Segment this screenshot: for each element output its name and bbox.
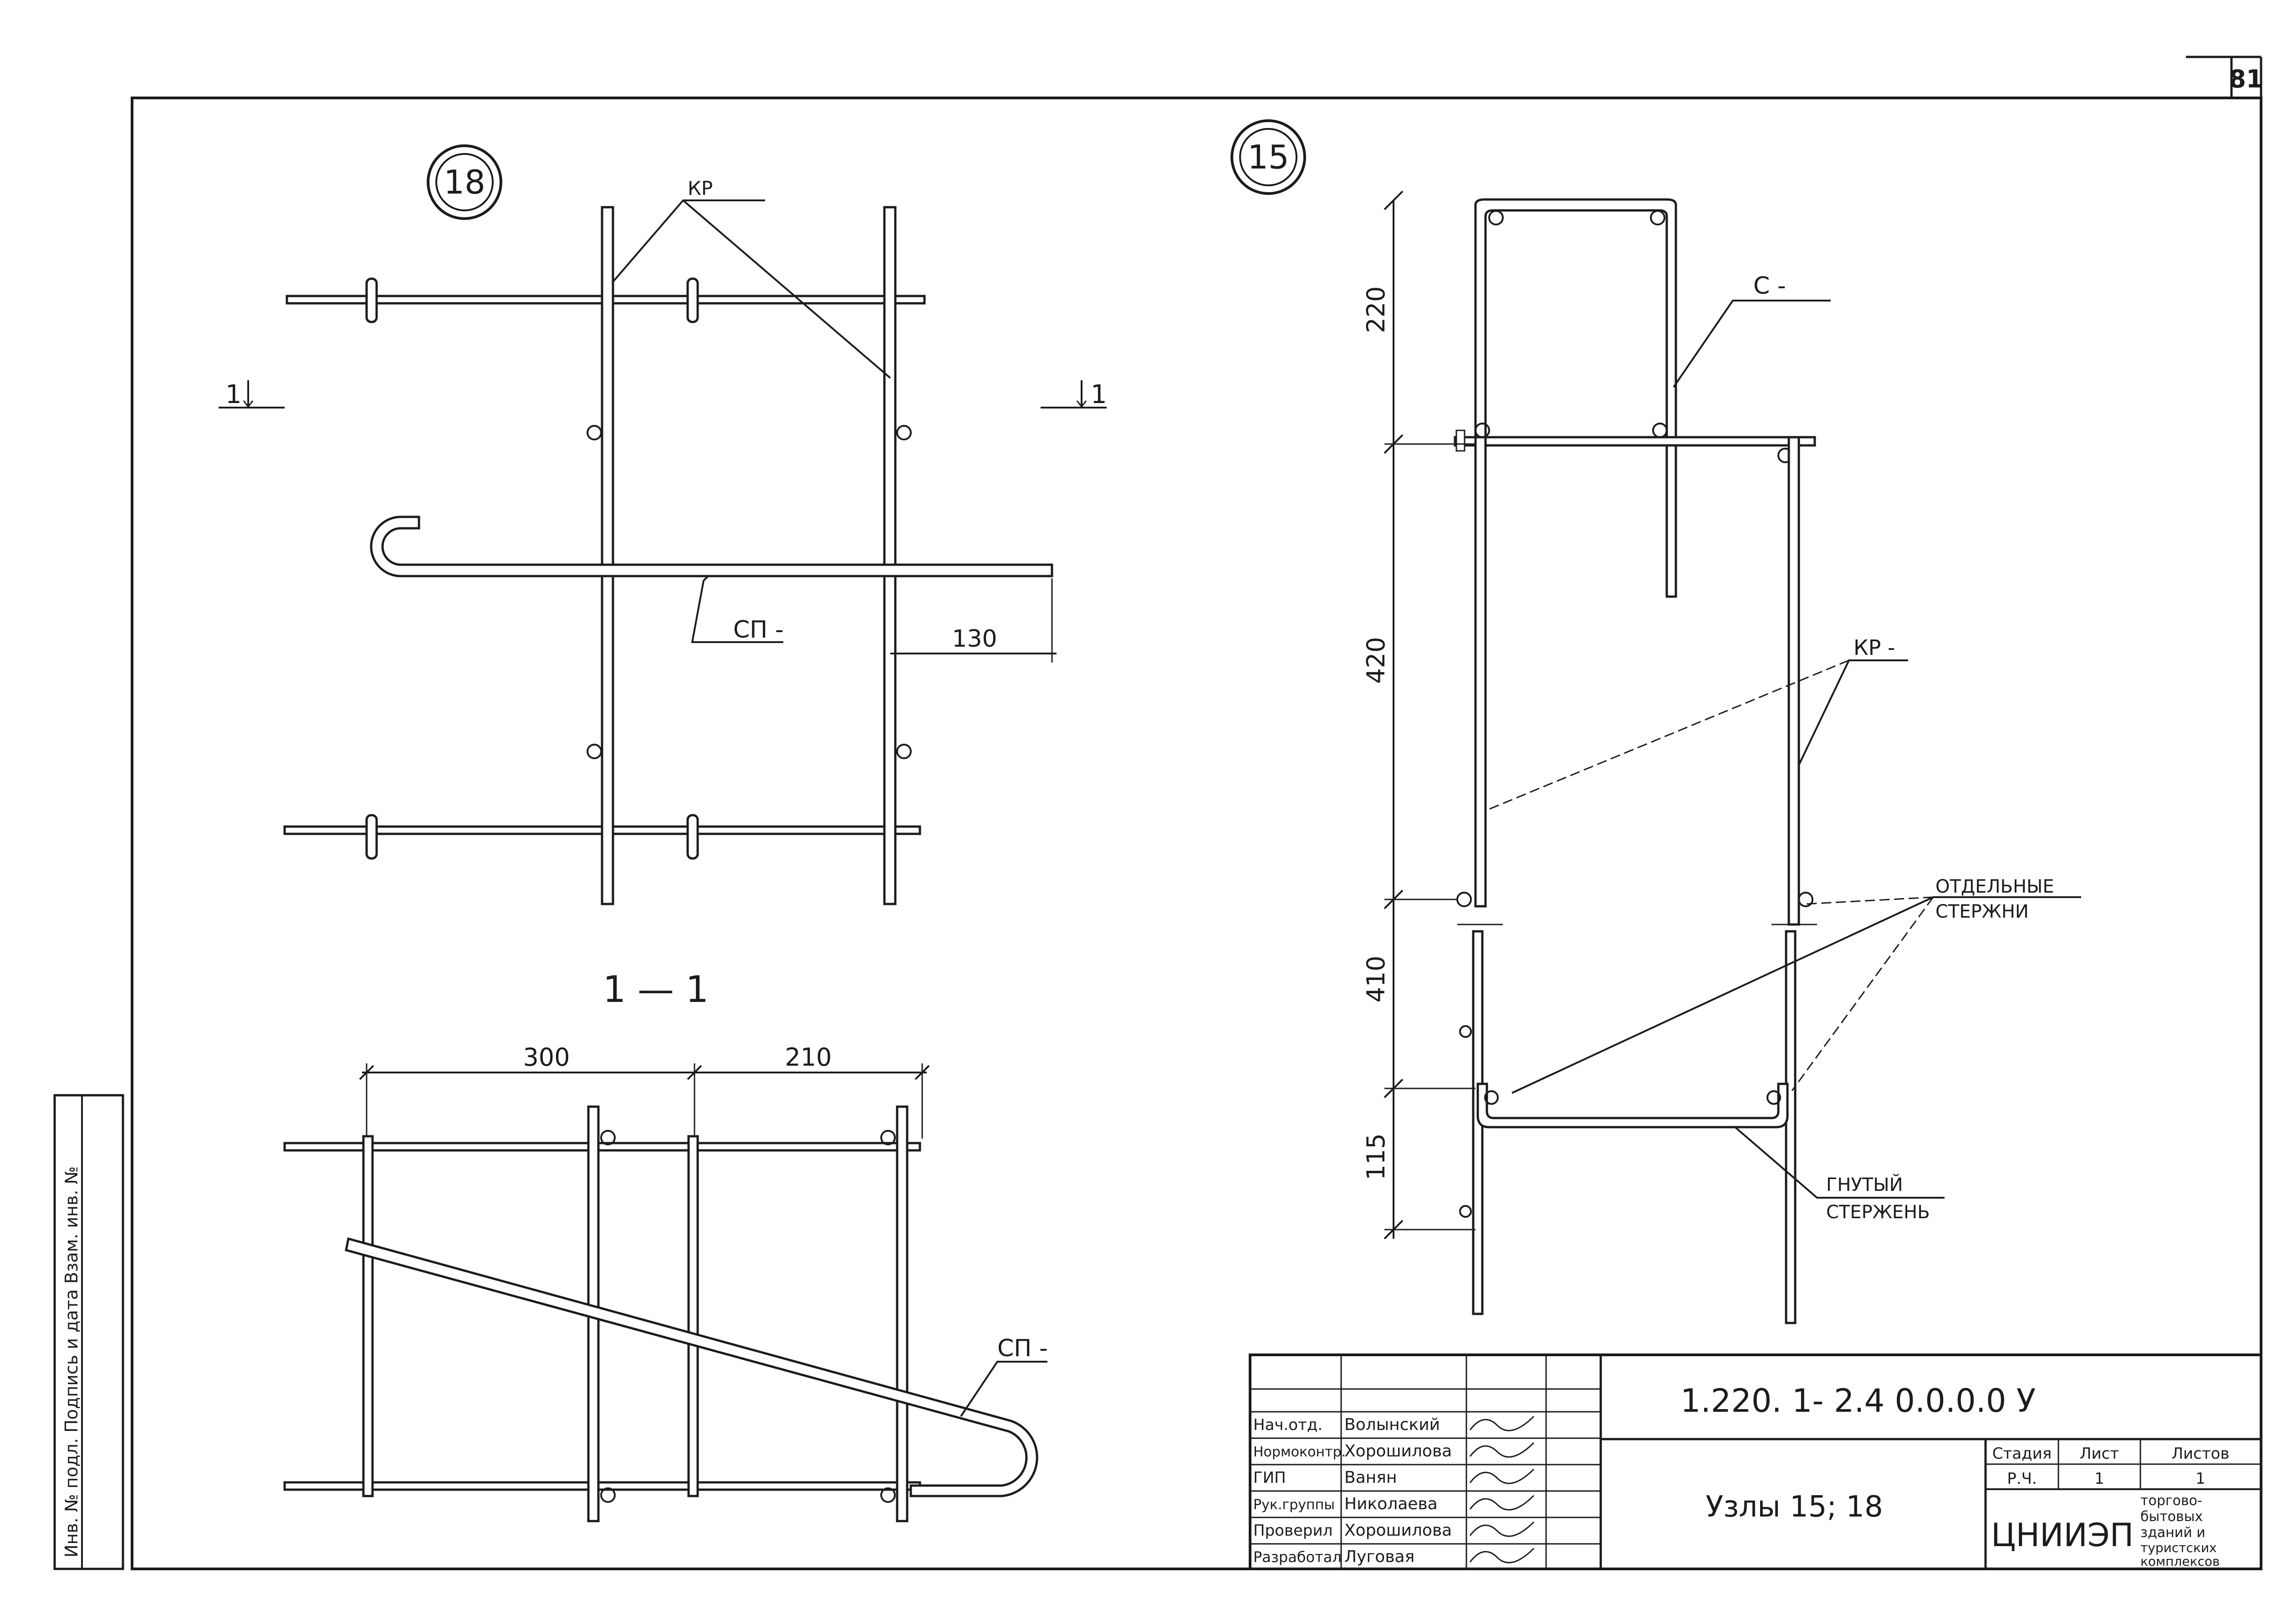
section-mark-left: 1 — [225, 380, 242, 409]
node-15-bent-1: ГНУТЫЙ — [1826, 1174, 1903, 1195]
signature-row-1: Нормоконтр. Хорошилова — [1253, 1442, 1535, 1461]
sig-name-4: Хорошилова — [1344, 1521, 1452, 1540]
node-15: 15 — [1230, 119, 2081, 1324]
sheet-header: Лист — [2080, 1445, 2119, 1463]
node-18-plan: 18 КР СП - 130 1 — [219, 144, 1107, 905]
sig-name-5: Луговая — [1344, 1547, 1414, 1566]
section-title: 1 — 1 — [603, 968, 709, 1011]
sig-name-3: Николаева — [1344, 1495, 1438, 1513]
sig-name-2: Ванян — [1344, 1468, 1397, 1487]
title-block: Нач.отд. Волынский Нормоконтр. Хорошилов… — [1249, 1353, 2262, 1570]
sig-role-0: Нач.отд. — [1253, 1416, 1322, 1434]
section-dim-300: 300 — [523, 1043, 570, 1072]
node-15-dim-420: 420 — [1362, 637, 1390, 684]
drawing-title: Узлы 15; 18 — [1705, 1490, 1883, 1524]
signature-row-0: Нач.отд. Волынский — [1253, 1415, 1535, 1434]
node-15-kp-label: КР - — [1853, 635, 1895, 660]
sheets-value: 1 — [2195, 1470, 2206, 1488]
section-1-1: 1 — 1 300 210 СП - — [283, 968, 1048, 1522]
doc-code: 1.220. 1- 2.4 0.0.0.0 У — [1680, 1382, 2036, 1420]
sig-role-3: Рук.группы — [1253, 1497, 1335, 1513]
signature-row-4: Проверил Хорошилова — [1253, 1521, 1535, 1540]
node-15-separate-2: СТЕРЖНИ — [1935, 901, 2029, 922]
node-15-badge — [1230, 119, 1306, 195]
node-15-bent-2: СТЕРЖЕНЬ — [1826, 1202, 1930, 1223]
sig-role-5: Разработал — [1253, 1548, 1342, 1566]
node-15-dim-410: 410 — [1362, 955, 1390, 1002]
sheet-value: 1 — [2094, 1470, 2104, 1488]
node-18-dim-130: 130 — [952, 625, 997, 653]
node-15-dim-220: 220 — [1362, 286, 1390, 333]
node-15-separate-1: ОТДЕЛЬНЫЕ — [1935, 876, 2054, 897]
sheets-header: Листов — [2171, 1445, 2229, 1463]
stage-value: Р.Ч. — [2007, 1470, 2037, 1488]
signature-row-5: Разработал Луговая — [1253, 1547, 1535, 1566]
org-desc-1: торгово- — [2140, 1493, 2202, 1509]
margin-stamp-text: Инв. № подл. Подпись и дата Взам. инв. № — [61, 1166, 82, 1558]
sheet-frame: 81 — [131, 56, 2263, 1570]
section-sp-label: СП - — [997, 1335, 1048, 1362]
org-desc-5: комплексов — [2140, 1554, 2220, 1569]
section-dim-210: 210 — [785, 1043, 832, 1072]
page-number: 81 — [2229, 65, 2263, 93]
signature-row-3: Рук.группы Николаева — [1253, 1495, 1535, 1513]
node-15-c-label: С - — [1753, 272, 1786, 300]
node-15-badge-label: 15 — [1247, 138, 1289, 176]
section-mark-right: 1 — [1091, 380, 1107, 409]
sig-role-2: ГИП — [1253, 1469, 1286, 1487]
node-18-badge — [427, 144, 502, 220]
node-18-kp-label: КР — [688, 177, 713, 199]
node-15-dim-115: 115 — [1362, 1133, 1390, 1180]
sig-role-4: Проверил — [1253, 1522, 1333, 1540]
sig-role-1: Нормоконтр. — [1253, 1444, 1346, 1460]
signature-row-2: ГИП Ванян — [1253, 1468, 1535, 1487]
stage-header: Стадия — [1992, 1445, 2052, 1463]
sig-name-1: Хорошилова — [1344, 1442, 1452, 1461]
org-desc-4: туристских — [2140, 1540, 2217, 1555]
node-18-badge-label: 18 — [444, 163, 485, 201]
org-desc-2: бытовых — [2140, 1509, 2203, 1525]
margin-stamp: Инв. № подл. Подпись и дата Взам. инв. № — [53, 1094, 124, 1570]
org-desc-3: зданий и — [2140, 1525, 2206, 1541]
sig-name-0: Волынский — [1344, 1415, 1440, 1434]
org-name: ЦНИИЭП — [1991, 1517, 2134, 1554]
node-18-sp-label: СП - — [733, 616, 784, 643]
